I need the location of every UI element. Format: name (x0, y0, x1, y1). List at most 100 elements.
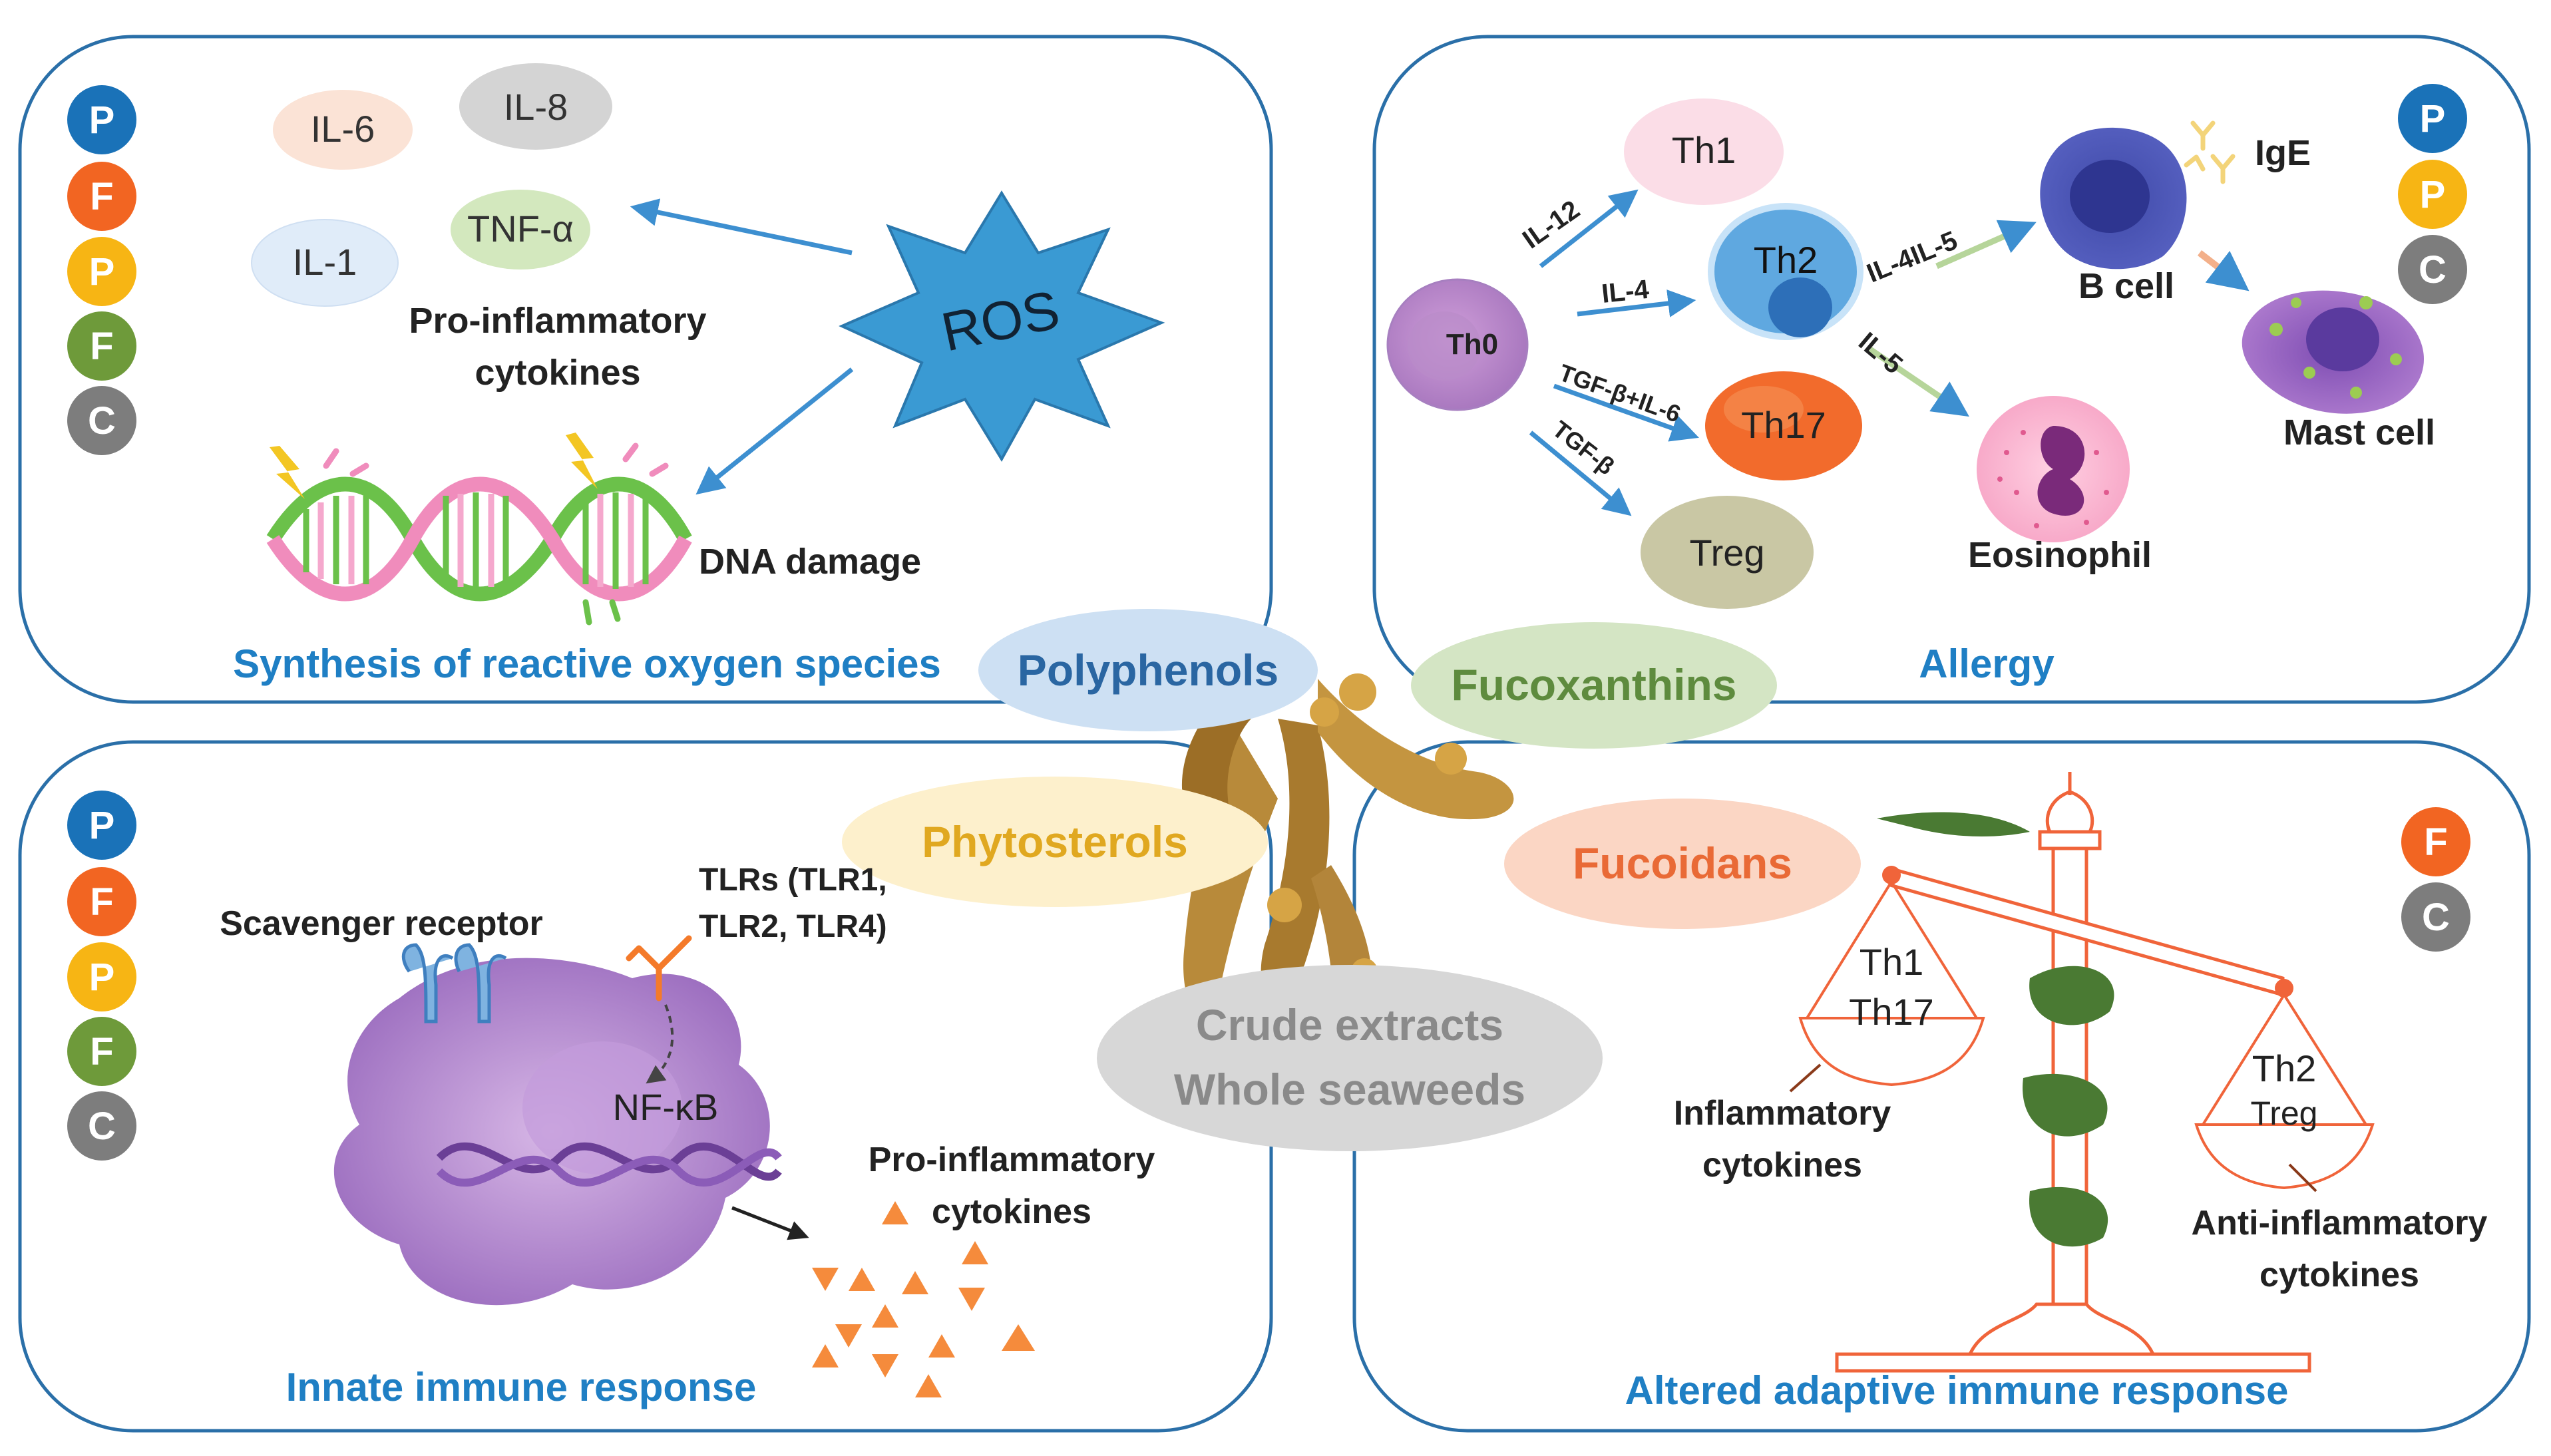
macrophage-cell (333, 958, 782, 1306)
adaptive-badges: F C (2401, 807, 2470, 952)
svg-text:TNF-α: TNF-α (467, 208, 574, 250)
nucleus-to-cytokine-arrow (731, 1206, 809, 1240)
allergy-badges: P P C (2398, 84, 2467, 304)
th2-cell: Th2 (1708, 203, 1864, 340)
badge-f-orange: F (2401, 807, 2470, 876)
badge-f-orange: F (67, 867, 136, 936)
svg-text:Treg: Treg (1689, 532, 1764, 574)
scavenger-receptor-icon (401, 943, 507, 1023)
arrow-tgf (1529, 431, 1632, 516)
inflammatory-label-1: Inflammatory (1674, 1094, 1891, 1133)
ros-starburst: ROS (839, 190, 1165, 462)
phytosterols-oval: Phytosterols (842, 777, 1268, 907)
arrow-tgf-il6 (1553, 383, 1699, 442)
adaptive-panel-title: Altered adaptive immune response (1625, 1368, 2289, 1413)
ige-label: IgE (2255, 133, 2311, 173)
dna-helix-icon (266, 433, 692, 626)
badge-f-orange: F (67, 162, 136, 231)
svg-text:Th0: Th0 (1446, 328, 1498, 361)
arrow-il4-il5 (1935, 220, 2037, 270)
cytokine-triangles-icon (812, 1201, 1035, 1397)
svg-text:P: P (89, 98, 115, 142)
label-il12: IL-12 (1517, 195, 1585, 255)
svg-text:C: C (2419, 248, 2447, 291)
cytokine-tnf: TNF-α (451, 190, 590, 270)
svg-text:IL-1: IL-1 (293, 241, 357, 283)
svg-text:F: F (90, 1030, 113, 1073)
svg-text:Phytosterols: Phytosterols (922, 817, 1188, 866)
pro-inflammatory-label: Pro-inflammatory (409, 301, 706, 341)
eosinophil-cell (1977, 396, 2130, 542)
badge-p-yellow: P (2398, 160, 2467, 229)
ros-panel-title: Synthesis of reactive oxygen species (233, 641, 941, 686)
ros-badges: P F P F C (67, 85, 136, 455)
svg-text:P: P (2420, 173, 2446, 216)
svg-text:Th2: Th2 (1754, 239, 1818, 281)
mast-cell (2242, 290, 2425, 414)
allergy-panel-title: Allergy (1919, 641, 2055, 686)
badge-p-blue: P (67, 85, 136, 154)
allergy-panel (1372, 35, 2531, 704)
badge-p-blue: P (2398, 84, 2467, 153)
badge-p-blue: P (67, 791, 136, 860)
left-pan-th1: Th1 (1860, 941, 1924, 983)
mast-cell-label: Mast cell (2283, 413, 2435, 453)
label-tgf: TGF-β (1547, 415, 1620, 480)
svg-text:IL-8: IL-8 (504, 86, 568, 128)
crude-extracts-oval: Crude extracts Whole seaweeds (1097, 965, 1603, 1151)
anti-inflammatory-label-2: cytokines (2259, 1256, 2419, 1294)
left-label-leader (1789, 1063, 1822, 1093)
dna-damage-label: DNA damage (699, 542, 921, 582)
svg-text:Whole seaweeds: Whole seaweeds (1174, 1065, 1525, 1114)
arrow-il4 (1577, 289, 1696, 317)
ige-antibody-icon (2184, 120, 2236, 184)
arrow-il5 (1868, 347, 1969, 417)
svg-text:F: F (90, 325, 113, 368)
svg-text:F: F (90, 175, 113, 218)
badge-f-green: F (67, 311, 136, 381)
treg-cell: Treg (1641, 496, 1814, 609)
right-pan-treg: Treg (2251, 1095, 2318, 1132)
fucoxanthins-oval: Fucoxanthins (1411, 622, 1777, 749)
anti-inflammatory-label-1: Anti-inflammatory (2192, 1204, 2488, 1242)
arrow-bcell-mast (2197, 250, 2250, 291)
cytokine-il8: IL-8 (459, 63, 612, 150)
ros-panel (18, 35, 1273, 704)
svg-text:C: C (88, 399, 116, 443)
ros-to-dna-arrow (695, 367, 854, 495)
th17-cell: Th17 (1705, 371, 1862, 480)
cytokine-il6: IL-6 (273, 90, 413, 170)
left-pan-th17: Th17 (1849, 991, 1934, 1033)
th1-cell: Th1 (1624, 98, 1784, 205)
right-pan-th2: Th2 (2252, 1047, 2317, 1089)
nfkb-label: NF-κB (613, 1086, 719, 1128)
badge-p-yellow: P (67, 237, 136, 306)
svg-text:P: P (89, 956, 115, 999)
scavenger-receptor-label: Scavenger receptor (220, 904, 543, 943)
tlr-to-nfkb-arrow (646, 1004, 674, 1084)
polyphenols-oval: Polyphenols (978, 609, 1318, 731)
fucoidans-oval: Fucoidans (1504, 799, 1861, 929)
eosinophil-label: Eosinophil (1968, 535, 2152, 575)
b-cell (2040, 127, 2187, 270)
badge-c-gray: C (2398, 235, 2467, 304)
label-il4-il5: IL-4IL-5 (1863, 226, 1961, 288)
svg-text:P: P (89, 250, 115, 293)
badge-f-green: F (67, 1017, 136, 1086)
ros-to-cytokine-arrow (630, 198, 853, 256)
label-il4: IL-4 (1600, 275, 1651, 309)
arrow-il12 (1539, 189, 1639, 268)
pro-inflammatory-label-2: cytokines (475, 353, 640, 393)
innate-panel-title: Innate immune response (286, 1365, 757, 1409)
svg-text:Crude extracts: Crude extracts (1196, 1000, 1503, 1049)
svg-text:F: F (2424, 820, 2447, 864)
b-cell-label: B cell (2078, 266, 2174, 306)
svg-text:P: P (2420, 97, 2446, 140)
inflammatory-label-2: cytokines (1702, 1146, 1862, 1184)
tlr-receptor-icon (626, 935, 692, 1001)
seaweed-vine-icon (1877, 812, 2114, 1247)
svg-text:Polyphenols: Polyphenols (1018, 645, 1278, 695)
svg-text:IL-6: IL-6 (311, 108, 375, 150)
innate-cytokine-label-1: Pro-inflammatory (869, 1141, 1155, 1179)
svg-text:Fucoidans: Fucoidans (1573, 838, 1792, 888)
